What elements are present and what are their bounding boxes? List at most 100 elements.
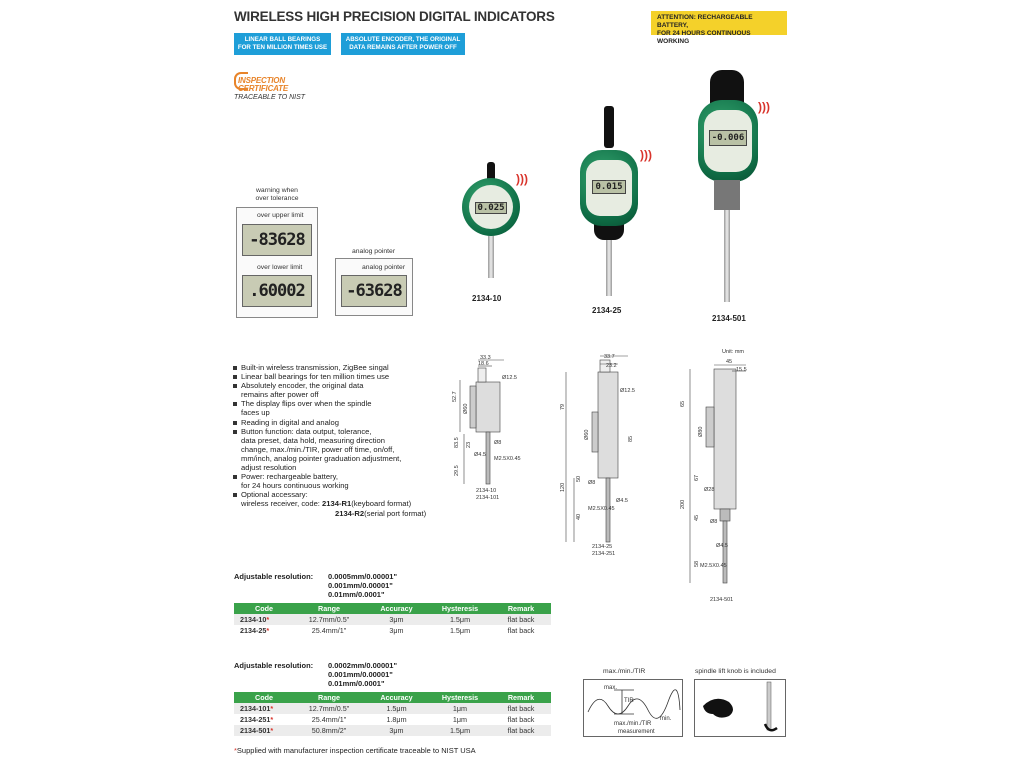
- svg-text:15.5: 15.5: [736, 367, 747, 373]
- inspection-certificate-logo: INSPECTION CERTIFICATE TRACEABLE TO NIST: [234, 72, 314, 104]
- svg-text:TIR: TIR: [624, 698, 634, 704]
- svg-text:Ø60: Ø60: [463, 404, 469, 414]
- svg-text:23: 23: [466, 442, 472, 448]
- ball-bearings-badge: LINEAR BALL BEARINGS FOR TEN MILLION TIM…: [234, 33, 331, 55]
- svg-text:40: 40: [576, 514, 582, 520]
- svg-text:29.5: 29.5: [454, 465, 460, 476]
- spindle: [488, 236, 494, 278]
- cap: [604, 106, 614, 148]
- svg-text:33.3: 33.3: [480, 355, 491, 361]
- svg-text:83.5: 83.5: [454, 437, 460, 448]
- table-header: Hysteresis: [429, 603, 491, 614]
- resolution-value: 0.0005mm/0.00001": [328, 572, 398, 581]
- table-header: Range: [294, 603, 364, 614]
- dimension-drawing-2134-501: Unit: mm 45 15.5 65 Ø80 67 200 45 58 Ø28…: [680, 349, 747, 603]
- body-stem: [714, 180, 740, 210]
- model-label-2134-25: 2134-25: [592, 306, 622, 315]
- tir-diagram: max. TIR min. max./min./TIR measurement: [583, 679, 683, 737]
- feature-item: Optional accessary:: [233, 490, 453, 499]
- resolution-value: 0.01mm/0.0001": [328, 679, 385, 688]
- svg-text:45: 45: [726, 359, 732, 365]
- feature-list: Built-in wireless transmission, ZigBee s…: [233, 363, 453, 518]
- spindle: [606, 240, 612, 296]
- feature-item: The display flips over when the spindle: [233, 399, 453, 408]
- svg-text:18.6: 18.6: [478, 361, 489, 367]
- spec-table-2: Code Range Accuracy Hysteresis Remark 21…: [234, 692, 551, 736]
- svg-text:Ø4.5: Ø4.5: [474, 452, 486, 458]
- svg-text:M2.5X0.45: M2.5X0.45: [494, 456, 521, 462]
- wireless-signal-icon: ))): [516, 172, 528, 186]
- feature-item: Built-in wireless transmission, ZigBee s…: [233, 363, 453, 372]
- svg-text:Ø8: Ø8: [494, 440, 501, 446]
- dial: -0.006: [698, 100, 758, 182]
- svg-text:M2.5X0.45: M2.5X0.45: [700, 563, 727, 569]
- model-label-2134-10: 2134-10: [472, 294, 502, 303]
- feature-item: Reading in digital and analog: [233, 418, 453, 427]
- resolution-label-1: Adjustable resolution:: [234, 572, 314, 581]
- feature-item-cont: adjust resolution: [241, 463, 297, 473]
- svg-text:33.7: 33.7: [604, 354, 615, 360]
- upper-limit-label: over upper limit: [257, 212, 304, 219]
- analog-pointer-caption: analog pointer: [352, 248, 396, 255]
- resolution-value: 0.0002mm/0.00001": [328, 661, 398, 670]
- page-title: WIRELESS HIGH PRECISION DIGITAL INDICATO…: [234, 9, 555, 24]
- feature-item: Power: rechargeable battery,: [233, 472, 453, 481]
- analog-lcd: -63628: [341, 275, 407, 307]
- analog-display-panel: analog pointer -63628: [335, 258, 413, 316]
- svg-text:Ø28: Ø28: [704, 487, 714, 493]
- dial-screen: -0.006: [709, 130, 747, 146]
- upper-limit-lcd: -83628: [242, 224, 312, 256]
- svg-text:65: 65: [680, 401, 686, 407]
- table-header: Code: [234, 603, 294, 614]
- spec-table-1: Code Range Accuracy Hysteresis Remark 21…: [234, 603, 551, 636]
- lower-limit-label: over lower limit: [257, 264, 303, 271]
- svg-text:2134-25: 2134-25: [592, 544, 612, 550]
- feature-item-cont: faces up: [241, 408, 270, 418]
- table-header: Remark: [491, 692, 551, 703]
- model-label-2134-501: 2134-501: [712, 314, 746, 323]
- dial: 0.025: [462, 178, 520, 236]
- table-header: Remark: [491, 603, 551, 614]
- indicator-2134-25: 0.015 ))): [578, 106, 658, 302]
- tir-title: max./min./TIR: [603, 668, 646, 675]
- feature-item: Linear ball bearings for ten million tim…: [233, 372, 453, 381]
- feature-item-cont: mm/inch, analog pointer graduation adjus…: [241, 453, 402, 463]
- wireless-signal-icon: ))): [640, 148, 652, 162]
- svg-text:max.: max.: [604, 685, 617, 691]
- knob-title: spindle lift knob is included: [695, 668, 776, 675]
- svg-text:50: 50: [576, 476, 582, 482]
- table-header: Hysteresis: [429, 692, 491, 703]
- dimension-drawing-2134-10: 33.3 18.6 Ø12.5 52.7 Ø60 23 83.5 29.5 Ø8…: [452, 355, 521, 501]
- warning-caption: warning when over tolerance: [255, 187, 299, 202]
- svg-text:52.7: 52.7: [452, 391, 458, 402]
- svg-text:Ø4.5: Ø4.5: [716, 543, 728, 549]
- table-header: Accuracy: [364, 603, 429, 614]
- dial-screen: 0.015: [592, 180, 626, 194]
- spindle-knob-icon: [703, 681, 778, 732]
- dimension-drawing-2134-25: 33.7 23.2 Ø12.5 79 Ø60 120 50 40 85 Ø8 Ø…: [560, 354, 635, 557]
- analog-pointer-label: analog pointer: [362, 264, 406, 271]
- resolution-value: 0.001mm/0.00001": [328, 581, 393, 590]
- svg-text:Ø12.5: Ø12.5: [620, 388, 635, 394]
- tolerance-display-panel: over upper limit -83628 over lower limit…: [236, 207, 318, 318]
- svg-text:45: 45: [694, 515, 700, 521]
- absolute-encoder-badge: ABSOLUTE ENCODER, THE ORIGINAL DATA REMA…: [341, 33, 465, 55]
- svg-text:Ø4.5: Ø4.5: [616, 498, 628, 504]
- svg-text:2134-501: 2134-501: [710, 597, 733, 603]
- svg-text:85: 85: [628, 436, 634, 442]
- lower-limit-lcd: .60002: [242, 275, 312, 307]
- svg-text:Ø12.5: Ø12.5: [502, 375, 517, 381]
- feature-item-cont: remains after power off: [241, 390, 319, 400]
- svg-text:Ø80: Ø80: [698, 427, 704, 437]
- feature-item-cont: change, max./min./TIR, power off time, o…: [241, 444, 395, 454]
- svg-text:M2.5X0.45: M2.5X0.45: [588, 506, 615, 512]
- feature-item: Absolutely encoder, the original data: [233, 381, 453, 390]
- svg-text:measurement: measurement: [618, 729, 655, 735]
- indicator-2134-10: 0.025 ))): [460, 160, 530, 290]
- svg-text:max./min./TIR: max./min./TIR: [614, 721, 652, 727]
- indicator-2134-501: -0.006 ))): [696, 70, 786, 306]
